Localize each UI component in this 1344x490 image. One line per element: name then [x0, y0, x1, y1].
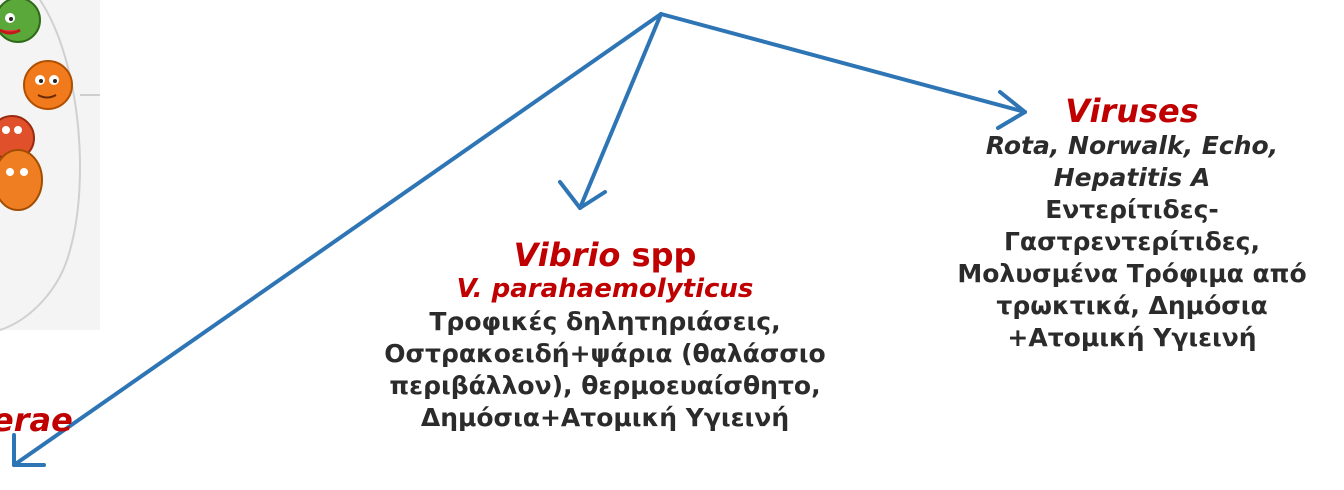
viruses-line-4: τρωκτικά, Δημόσια: [996, 290, 1268, 320]
arrowhead-viruses: [996, 90, 1027, 130]
viruses-title: Viruses: [1065, 92, 1199, 130]
partial-left-title: erae: [0, 401, 73, 439]
vibrio-line-4: Δημόσια+Ατομική Υγιεινή: [420, 403, 790, 433]
arrows: [12, 12, 1027, 467]
arrow-to-partial-left: [12, 12, 663, 467]
vibrio-line-1: Τροφικές δηλητηριάσεις,: [429, 307, 781, 337]
vibrio-line-2: Οστρακοειδή+ψάρια (θαλάσσιο: [384, 339, 826, 369]
viruses-line-3: Μολυσμένα Τρόφιμα από: [957, 258, 1307, 288]
vibrio-title: Vibrio spp: [310, 236, 900, 274]
vibrio-title-rest: spp: [620, 236, 697, 274]
viruses-line-2: Γαστρεντερίτιδες,: [1004, 226, 1260, 256]
orange-microbe-icon: [23, 60, 73, 110]
viruses-names-line-1: Rota, Norwalk, Echo,: [985, 130, 1279, 160]
green-microbe-icon: [0, 0, 41, 43]
vibrio-title-italic: Vibrio: [513, 236, 621, 274]
viruses-names-line-2: Hepatitis A: [1053, 162, 1211, 192]
vibrio-node: Vibrio spp V. parahaemolyticus Τροφικές …: [310, 236, 900, 434]
vibrio-line-3: περιβάλλον), θερμοευαίσθητο,: [389, 371, 821, 401]
arrow-to-vibrio: [578, 12, 663, 210]
viruses-line-1: Εντερίτιδες-: [1045, 194, 1219, 224]
viruses-line-5: +Ατομική Υγιεινή: [1007, 322, 1257, 352]
arrowhead-vibrio: [558, 180, 607, 210]
arrow-to-viruses: [659, 12, 1027, 114]
partial-left-node: erae: [0, 400, 132, 441]
microbe-illustration: [0, 0, 100, 331]
vibrio-subtitle: V. parahaemolyticus: [456, 274, 754, 305]
orange-microbe-bottom-icon: [0, 149, 43, 211]
arrowhead-partial-left: [12, 433, 46, 467]
viruses-node: Viruses Rota, Norwalk, Echo, Hepatitis A…: [920, 93, 1344, 354]
